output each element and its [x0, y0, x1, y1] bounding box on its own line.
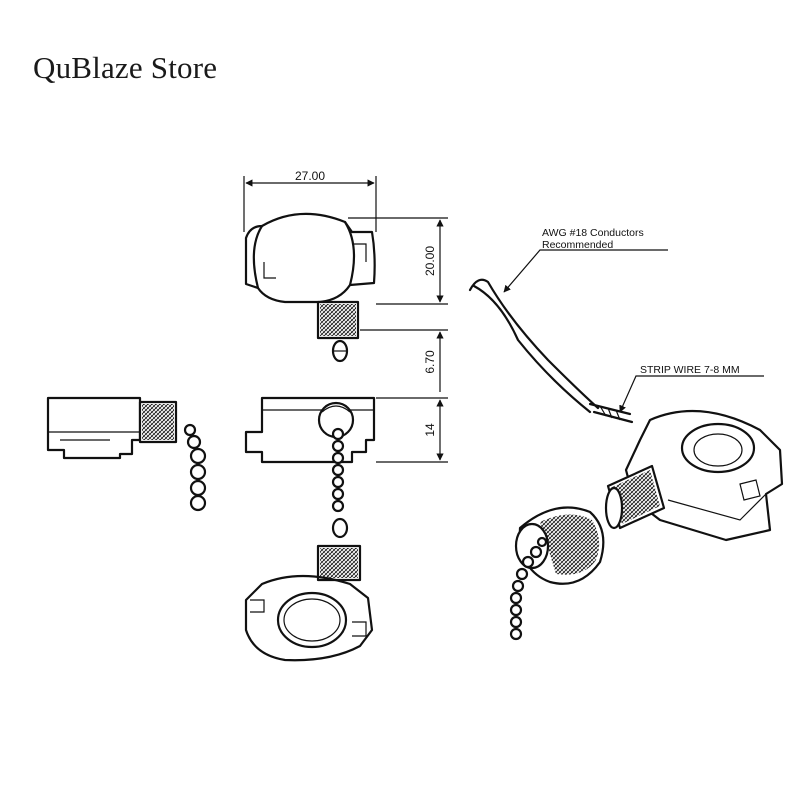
isometric-view — [509, 410, 784, 641]
dimension-height: 20.00 — [348, 217, 448, 305]
side-chain — [183, 423, 207, 512]
dimension-stem: 6.70 — [360, 329, 448, 392]
front-view — [244, 396, 376, 513]
wire-note-line1: AWG #18 Conductors — [542, 227, 644, 239]
dimension-thickness: 14 — [376, 397, 448, 463]
wire-note-line2: Recommended — [542, 239, 613, 251]
dimension-width-label: 27.00 — [295, 169, 325, 183]
dimension-height-label: 20.00 — [423, 246, 437, 276]
side-view — [46, 396, 207, 512]
dimension-stem-label: 6.70 — [423, 350, 437, 374]
dimension-thickness-label: 14 — [423, 423, 437, 437]
front-chain — [331, 427, 345, 513]
top-view — [244, 212, 376, 363]
isometric-chain — [509, 536, 548, 641]
wire: AWG #18 Conductors Recommended STRIP WIR… — [468, 227, 764, 424]
bottom-view — [244, 517, 374, 662]
strip-note: STRIP WIRE 7-8 MM — [640, 364, 740, 376]
dimension-width: 27.00 — [243, 169, 377, 232]
store-title: QuBlaze Store — [33, 50, 218, 85]
